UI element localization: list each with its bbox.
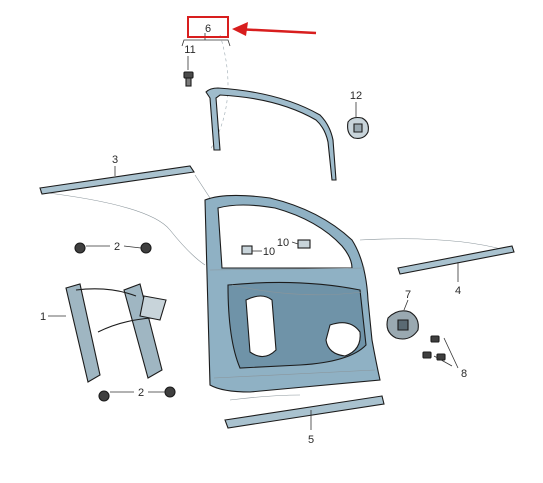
callout-2-bottom: 2 <box>138 387 144 399</box>
seal-part-10-left[interactable] <box>241 245 253 255</box>
highlight-callout[interactable]: 6 <box>187 16 317 38</box>
guide-lines <box>39 34 506 401</box>
screw-part-11[interactable] <box>183 71 194 87</box>
highlight-box[interactable] <box>187 16 229 38</box>
callout-7: 7 <box>405 289 411 301</box>
red-arrow-head <box>232 22 248 36</box>
callout-5: 5 <box>308 434 314 446</box>
window-regulator-part-1[interactable] <box>65 283 167 383</box>
door-shell <box>204 194 381 393</box>
callout-11: 11 <box>184 44 195 56</box>
red-arrow-shaft <box>235 27 317 35</box>
callout-4: 4 <box>455 285 461 297</box>
callout-3: 3 <box>112 154 118 166</box>
window-seal-part-6[interactable] <box>205 87 337 181</box>
window-motor-part-7[interactable] <box>386 310 419 340</box>
highlight-label: 6 <box>205 23 211 35</box>
callout-10-right: 10 <box>277 237 289 249</box>
callout-2-top: 2 <box>114 241 120 253</box>
callout-1: 1 <box>40 311 46 323</box>
callout-8: 8 <box>461 368 467 380</box>
callout-10-left: 10 <box>263 246 275 258</box>
leader-lines <box>48 33 459 430</box>
sill-strip-part-5[interactable] <box>224 395 385 429</box>
callout-labels: 11 12 3 2 10 10 1 7 4 8 2 5 <box>40 44 467 446</box>
window-strip-part-4[interactable] <box>397 245 515 275</box>
seal-part-10-right[interactable] <box>297 239 311 249</box>
window-strip-part-3[interactable] <box>39 165 195 195</box>
callout-12: 12 <box>350 90 362 102</box>
clip-part-12[interactable] <box>347 116 369 139</box>
